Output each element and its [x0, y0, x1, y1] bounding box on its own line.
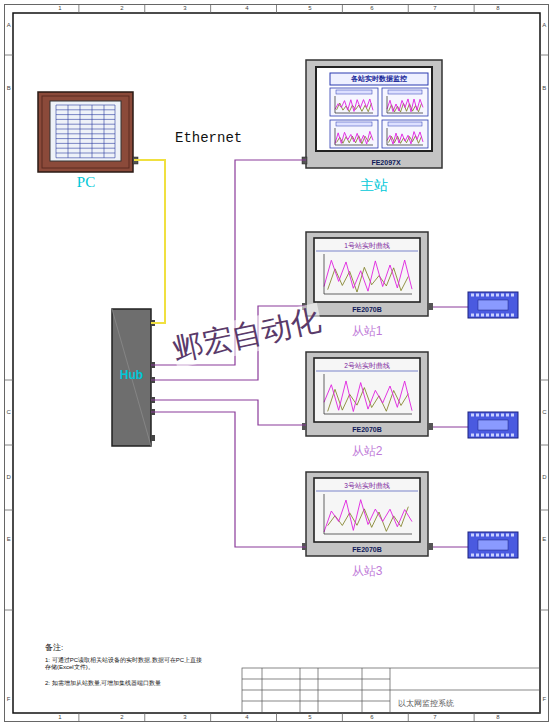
grid-number: 7 [433, 5, 436, 12]
station-caption: 从站2 [316, 445, 418, 459]
note-text: 2: 如需增加从站数量,可增加集线器端口数量 [45, 680, 161, 687]
model-number: FE2097X [346, 159, 426, 167]
grid-number: 8 [496, 714, 499, 721]
hub-label: Hub [112, 369, 151, 383]
grid-number: 8 [496, 5, 499, 12]
plc-device [468, 532, 518, 558]
grid-number: 4 [245, 5, 248, 12]
slave-panels [302, 232, 518, 558]
grid-letter: F [542, 696, 546, 703]
grid-number: 5 [308, 5, 311, 12]
grid-letter: C [542, 409, 546, 416]
grid-number: 4 [245, 714, 248, 721]
grid-letter: A [542, 22, 546, 29]
grid-letter: A [7, 22, 11, 29]
model-number: FE2070B [326, 306, 408, 314]
grid-number: 2 [120, 714, 123, 721]
main-station-panel [302, 60, 442, 168]
plc-device [468, 412, 518, 438]
grid-number: 1 [58, 714, 61, 721]
grid-number: 2 [120, 5, 123, 12]
grid-ticks [5, 5, 549, 722]
hub-box [112, 309, 155, 446]
plc-device [468, 292, 518, 318]
slave-station: 2号站实时曲线 FE2070B 从站2 [306, 350, 428, 464]
network-label: Ethernet [175, 130, 242, 146]
grid-letter: B [7, 85, 11, 92]
hub-node: Hub [112, 309, 151, 446]
pc-monitor [38, 92, 138, 172]
network-cable [134, 160, 165, 323]
chart-title: 3号站实时曲线 [324, 482, 410, 489]
grid-number: 6 [370, 714, 373, 721]
model-number: FE2070B [326, 546, 408, 554]
slave-station: 3号站实时曲线 FE2070B 从站3 [306, 470, 428, 584]
screen-title: 各站实时数据监控 [332, 75, 426, 83]
station-caption: 主站 [324, 177, 424, 193]
pc-node: PC [38, 92, 134, 200]
outer-frame [5, 5, 549, 722]
drawing-title: 以太网监控系统 [398, 699, 454, 708]
main-station: 各站实时数据监控 FE2097X 主站 [306, 60, 442, 200]
inner-frame [13, 13, 540, 713]
station-caption: 从站1 [316, 325, 418, 339]
grid-number: 3 [183, 5, 186, 12]
slave-station: 1号站实时曲线 FE2070B 从站1 [306, 230, 428, 344]
grid-letter: C [7, 409, 11, 416]
network-cable [151, 412, 306, 547]
grid-number: 1 [58, 5, 61, 12]
grid-letter: F [7, 696, 11, 703]
grid-letter: D [7, 474, 11, 481]
grid-letter: B [542, 85, 546, 92]
grid-letter: E [542, 536, 546, 543]
pc-caption: PC [38, 174, 134, 191]
chart-title: 2号站实时曲线 [324, 362, 410, 369]
note-heading: 备注: [45, 643, 63, 652]
grid-number: 5 [308, 714, 311, 721]
grid-number: 3 [183, 714, 186, 721]
title-block [242, 668, 540, 713]
grid-number: 6 [370, 5, 373, 12]
grid-letter: E [7, 536, 11, 543]
grid-number: 7 [433, 714, 436, 721]
model-number: FE2070B [326, 426, 408, 434]
grid-letter: D [542, 474, 546, 481]
note-text: 1: 可通过PC读取相关站设备的实时数据,数据可在PC上直接存储(Excel文件… [45, 657, 207, 671]
watermark: 邺宏自动化 [170, 303, 324, 368]
chart-title: 1号站实时曲线 [324, 242, 410, 249]
station-caption: 从站3 [316, 565, 418, 579]
